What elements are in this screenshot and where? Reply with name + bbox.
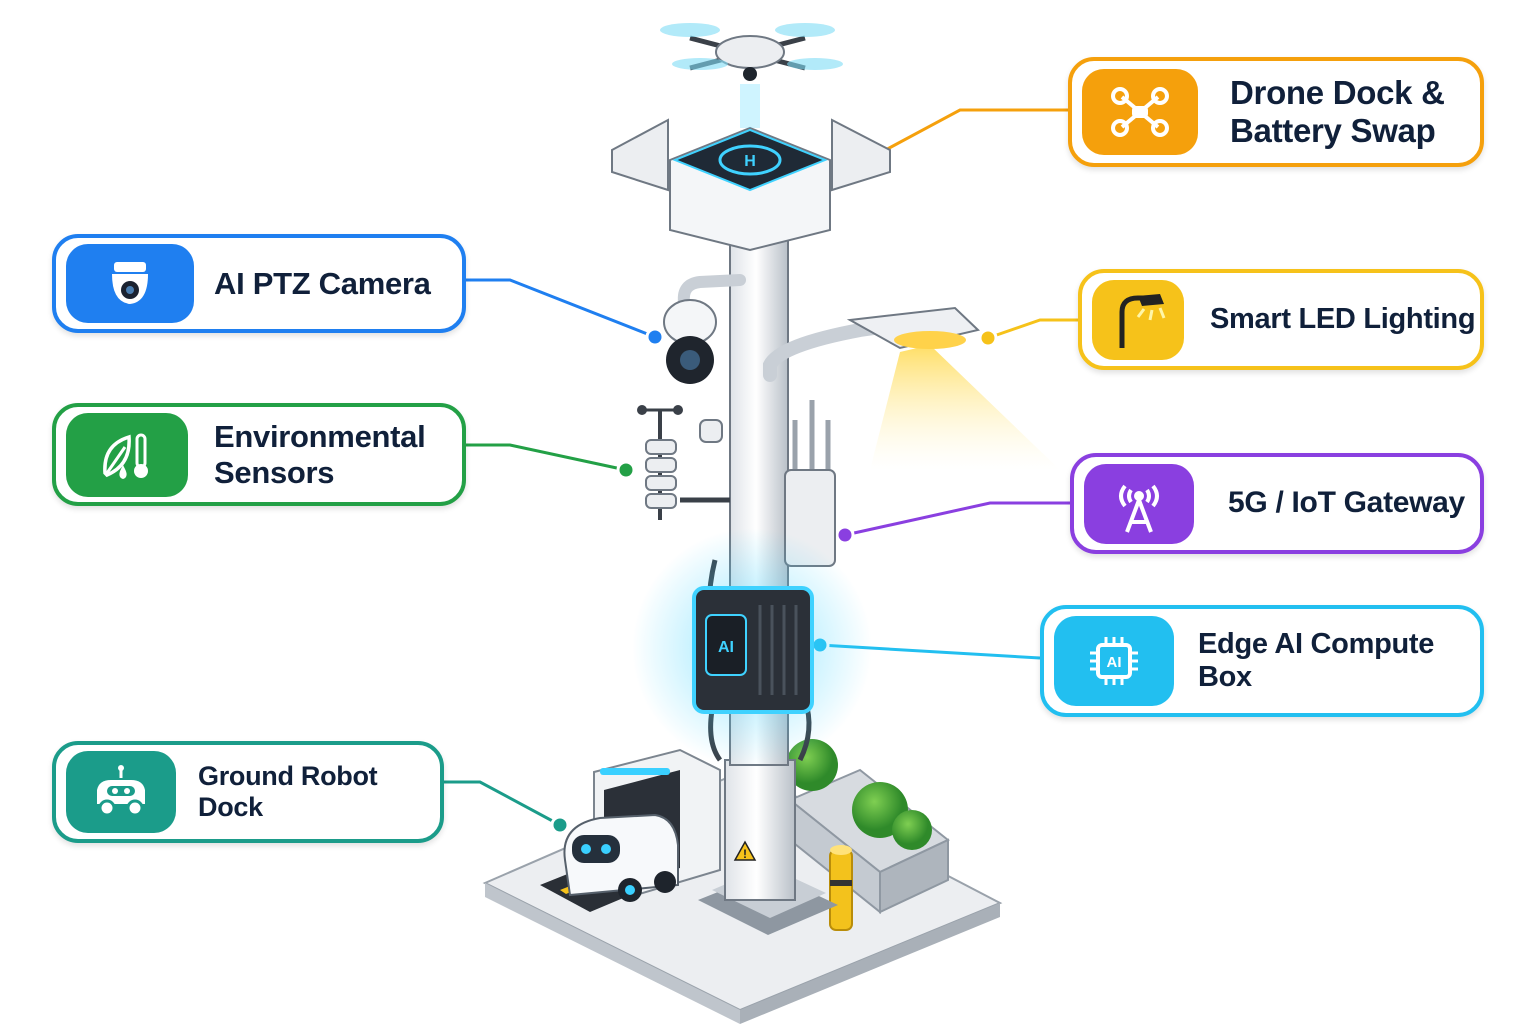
drone-dock: H [611,84,891,252]
iot-gateway-label: 5G / IoT Gateway [1228,486,1465,520]
ai-chip-icon: AI [1054,616,1174,706]
dome-camera-icon [66,244,194,323]
edge-ai-label: Edge AI Compute Box [1198,627,1435,693]
connector-ptz [466,278,656,339]
pole-base: ! [698,759,838,935]
connector-dot-ptz [645,327,665,347]
street-light [763,306,1060,470]
bollard [829,845,853,931]
smart-led-label: Smart LED Lighting [1210,302,1476,335]
drone-dock-label: Drone Dock & Battery Swap [1230,74,1445,149]
connector-dot-led [978,328,998,348]
connector-dot-5g [835,525,855,545]
environmental-sensors [637,405,730,520]
ground-robot [563,813,679,902]
leaf-thermometer-icon [66,412,188,497]
helipad-letter: H [744,153,756,170]
svg-text:AI: AI [1107,654,1122,671]
ptz-camera [663,274,746,384]
drone [660,23,843,81]
svg-text:!: ! [743,847,747,861]
antenna-tower-icon [1084,463,1194,544]
environmental-sensors-label: Environmental Sensors [214,418,426,490]
drone-icon [1082,69,1198,155]
ptz-camera-label: AI PTZ Camera [214,265,431,301]
edge-ai-callout: AI Edge AI Compute Box [1040,605,1484,717]
connector-robot [444,780,561,827]
robot-car-icon [66,751,176,833]
iot-gateway-callout: 5G / IoT Gateway [1070,453,1484,554]
connector-dot-robot [550,815,570,835]
edge-ai-box: AI [632,528,872,768]
connector-5g [844,501,1070,537]
drone-dock-callout: Drone Dock & Battery Swap [1068,57,1484,167]
connector-led [987,318,1078,340]
ground-robot-callout: Ground Robot Dock [52,741,444,843]
connector-dot-env [616,460,636,480]
smart-led-callout: Smart LED Lighting [1078,269,1484,370]
environmental-sensors-callout: Environmental Sensors [52,403,466,506]
connector-env [466,443,627,472]
street-lamp-icon [1092,279,1184,360]
ground-robot-label: Ground Robot Dock [198,760,378,822]
edge-box-chip-text: AI [718,639,734,656]
ptz-camera-callout: AI PTZ Camera [52,234,466,333]
